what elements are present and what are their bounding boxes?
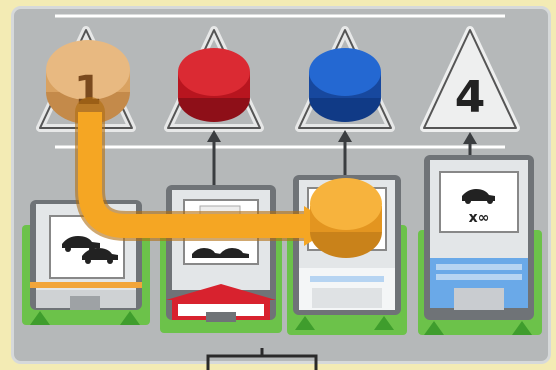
bottom-bracket <box>208 348 316 370</box>
blue-disc[interactable] <box>309 48 381 122</box>
orange-disc[interactable] <box>310 178 382 258</box>
up-arrow-2 <box>207 130 221 185</box>
up-arrow-3 <box>338 130 352 175</box>
factory-icon-text: x∞ <box>469 210 490 226</box>
building-car-factory[interactable]: x∞ <box>418 155 542 335</box>
building-showroom[interactable] <box>160 185 282 333</box>
slot-4[interactable]: 4 <box>424 30 516 128</box>
slot-4-number: 4 <box>455 72 486 123</box>
red-disc[interactable] <box>178 48 250 122</box>
